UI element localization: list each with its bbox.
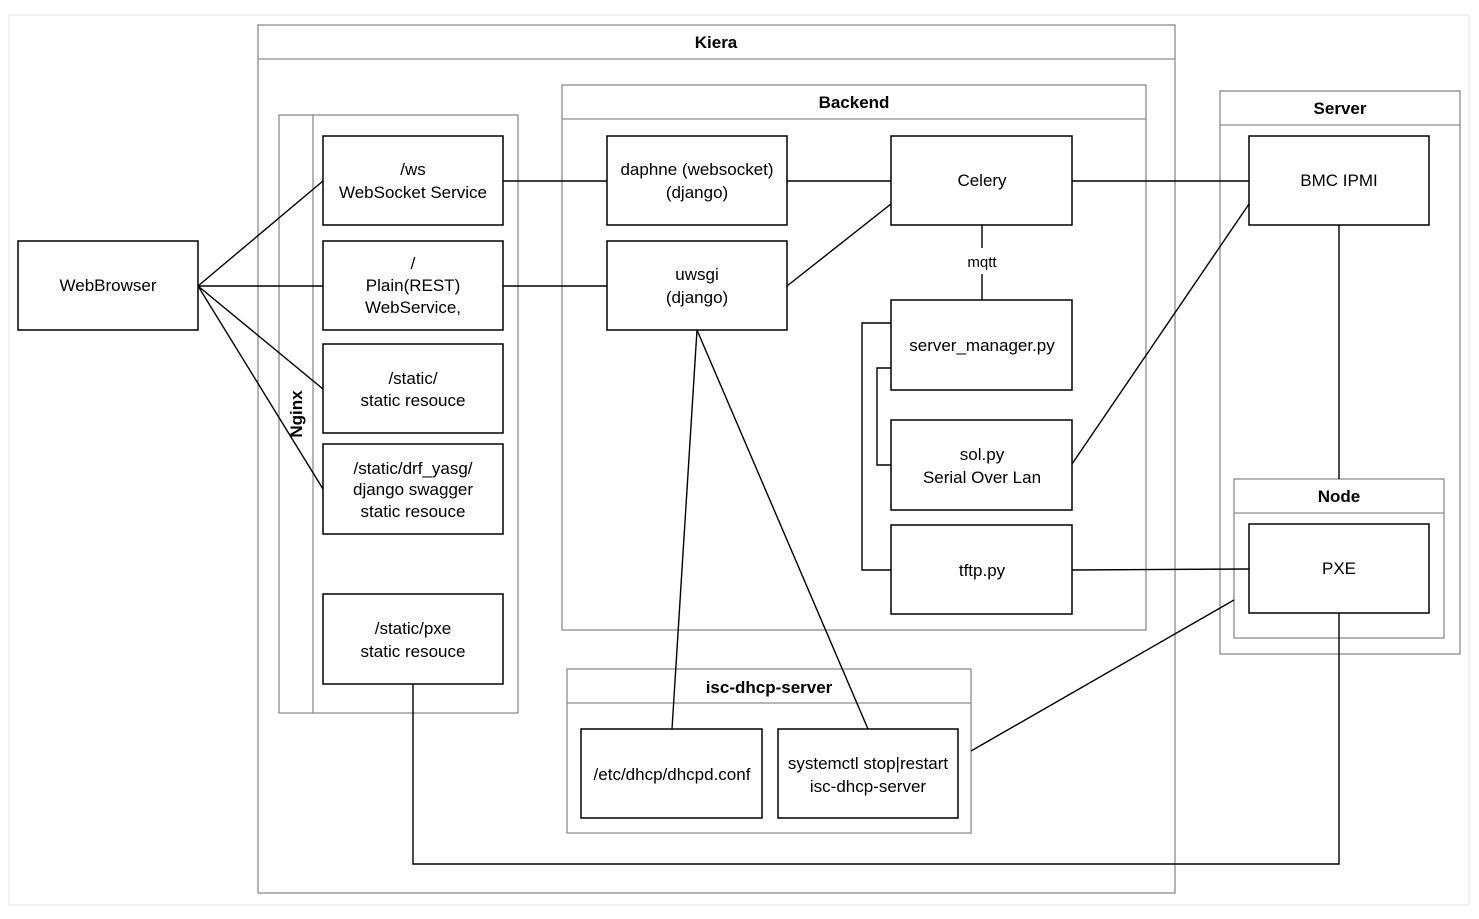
tftp-label: tftp.py bbox=[959, 561, 1006, 580]
edge-uwsgi-systemctl bbox=[696, 329, 869, 730]
static-node[interactable]: /static/ static resouce bbox=[322, 343, 504, 434]
webbrowser-label: WebBrowser bbox=[60, 276, 157, 295]
edge-browser-swagger bbox=[197, 285, 324, 490]
ws-line-2: WebSocket Service bbox=[339, 183, 487, 202]
pxe-static-node[interactable]: /static/pxe static resouce bbox=[322, 593, 504, 685]
server-manager-node[interactable]: server_manager.py bbox=[890, 299, 1073, 391]
edge-dhcp-node bbox=[970, 599, 1235, 752]
nginx-title: Nginx bbox=[287, 390, 306, 438]
rest-line-2: Plain(REST) bbox=[366, 276, 460, 295]
ws-line-1: /ws bbox=[400, 160, 426, 179]
bmc-ipmi-label: BMC IPMI bbox=[1300, 171, 1377, 190]
pxe-label: PXE bbox=[1322, 559, 1356, 578]
kiera-container: Kiera bbox=[257, 24, 1176, 894]
rest-line-3: WebService, bbox=[365, 298, 461, 317]
bmc-ipmi-node[interactable]: BMC IPMI bbox=[1248, 135, 1430, 226]
uwsgi-line-2: (django) bbox=[666, 288, 728, 307]
edge-browser-static bbox=[197, 285, 324, 390]
edge-servermanager-sol bbox=[876, 367, 891, 466]
edge-browser-ws bbox=[197, 180, 324, 287]
edge-pxestatic-pxe bbox=[412, 613, 1340, 865]
sol-line-1: sol.py bbox=[960, 445, 1005, 464]
edge-uwsgi-dhcpdconf bbox=[671, 329, 698, 730]
static-line-2: static resouce bbox=[361, 391, 466, 410]
daphne-line-2: (django) bbox=[666, 183, 728, 202]
nginx-container: Nginx bbox=[278, 114, 519, 714]
celery-node[interactable]: Celery bbox=[890, 135, 1073, 226]
node-title: Node bbox=[1318, 487, 1361, 506]
swagger-line-1: /static/drf_yasg/ bbox=[353, 459, 472, 478]
edge-tftp-pxe bbox=[1071, 568, 1250, 571]
backend-title: Backend bbox=[819, 93, 890, 112]
sol-line-2: Serial Over Lan bbox=[923, 468, 1041, 487]
kiera-title: Kiera bbox=[695, 33, 738, 52]
mqtt-label: mqtt bbox=[960, 252, 1004, 272]
webbrowser-node[interactable]: WebBrowser bbox=[17, 240, 199, 331]
sol-node[interactable]: sol.py Serial Over Lan bbox=[890, 419, 1073, 511]
tftp-node[interactable]: tftp.py bbox=[890, 524, 1073, 615]
pxe-node[interactable]: PXE bbox=[1248, 523, 1430, 614]
edge-uwsgi-celery bbox=[786, 203, 892, 287]
daphne-line-1: daphne (websocket) bbox=[620, 160, 773, 179]
rest-service-node[interactable]: / Plain(REST) WebService, bbox=[322, 240, 504, 331]
swagger-static-node[interactable]: /static/drf_yasg/ django swagger static … bbox=[322, 443, 504, 535]
server-container: Server bbox=[1219, 90, 1461, 655]
uwsgi-node[interactable]: uwsgi (django) bbox=[606, 240, 788, 331]
dhcp-server-title: isc-dhcp-server bbox=[706, 678, 833, 697]
dhcpd-conf-label: /etc/dhcp/dhcpd.conf bbox=[594, 765, 751, 784]
rest-line-1: / bbox=[411, 254, 416, 273]
edge-servermanager-tftp bbox=[861, 322, 891, 571]
backend-container: Backend bbox=[561, 84, 1147, 631]
edge-sol-bmc bbox=[1071, 203, 1250, 465]
server-title: Server bbox=[1314, 99, 1367, 118]
systemctl-line-1: systemctl stop|restart bbox=[788, 754, 949, 773]
diagram-frame bbox=[8, 14, 1470, 906]
server-manager-label: server_manager.py bbox=[909, 336, 1055, 355]
static-line-1: /static/ bbox=[388, 369, 437, 388]
celery-label: Celery bbox=[957, 171, 1007, 190]
systemctl-line-2: isc-dhcp-server bbox=[810, 777, 927, 796]
systemctl-node[interactable]: systemctl stop|restart isc-dhcp-server bbox=[777, 728, 959, 819]
pxe-static-line-1: /static/pxe bbox=[375, 619, 452, 638]
mqtt-label-text: mqtt bbox=[967, 254, 997, 271]
swagger-line-3: static resouce bbox=[361, 502, 466, 521]
dhcpd-conf-node[interactable]: /etc/dhcp/dhcpd.conf bbox=[580, 728, 763, 819]
edges bbox=[197, 180, 1340, 865]
daphne-node[interactable]: daphne (websocket) (django) bbox=[606, 135, 788, 226]
ws-service-node[interactable]: /ws WebSocket Service bbox=[322, 135, 504, 226]
uwsgi-line-1: uwsgi bbox=[675, 265, 718, 284]
pxe-static-line-2: static resouce bbox=[361, 642, 466, 661]
swagger-line-2: django swagger bbox=[353, 480, 473, 499]
